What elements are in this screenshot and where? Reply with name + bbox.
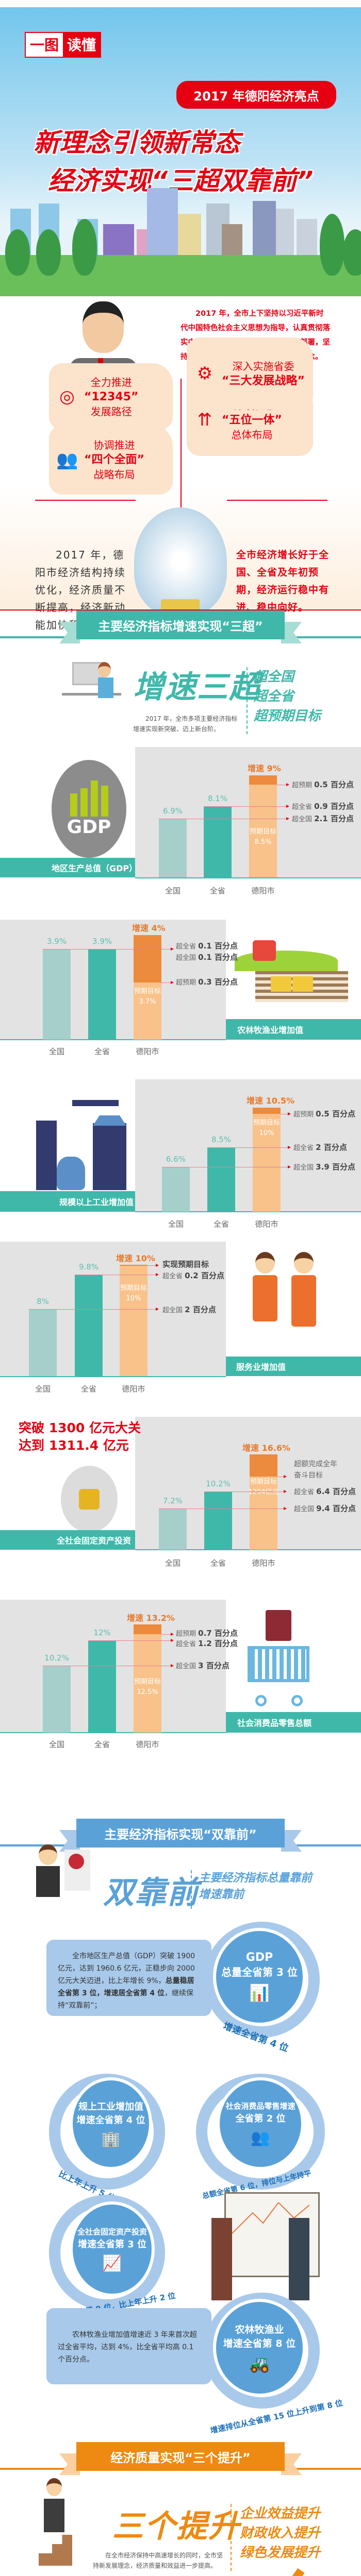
bar-deyang-target: [249, 775, 277, 877]
chart-title: 全社会固定资产投资: [0, 1530, 135, 1550]
points: 超全国超全省超预期目标: [254, 669, 321, 724]
gear-person-icon: ⚙: [196, 363, 213, 384]
bubble-12345: ◎ 全力推进“12345”发展路径: [49, 363, 173, 430]
chart-title: 农林牧渔业增加值: [226, 1019, 361, 1040]
big-title: 三个提升: [112, 2509, 240, 2545]
circle-retail: 社会消费品零售增速 全省第 2 位 👥: [217, 2077, 304, 2170]
bar-deyang-target: [253, 1108, 281, 1212]
bar-national: [159, 819, 187, 877]
chart-retail: 社会消费品零售总额 10.2% 12% 增速 13.2% 预期目标 12.5% …: [0, 1600, 361, 1803]
big-title: 增速三超: [133, 669, 261, 705]
bar-deyang-excess: [120, 1265, 147, 1266]
logo-left: 一图: [26, 33, 63, 57]
ribbon-title: 主要经济指标实现“双靠前”: [76, 1819, 285, 1848]
timeline-spine: [180, 379, 182, 518]
building-icon: 🏢: [101, 2130, 121, 2148]
factory-illustration: [10, 1100, 129, 1190]
rank-section: 全市地区生产总值（GDP）突破 1900 亿元，达到 1960.6 亿元，正稳步…: [0, 1917, 361, 2435]
climbing-stairs-illustration: [39, 2478, 80, 2566]
city-skyline-illustration: [0, 188, 361, 296]
analyst-at-desk-illustration: [62, 662, 121, 732]
ribbon-title: 经济质量实现“三个提升”: [76, 2442, 285, 2471]
bar-province: [204, 806, 232, 877]
divider-left: [35, 500, 136, 501]
bar-deyang-target: [134, 1624, 161, 1733]
gdp-icon: GDP: [52, 760, 126, 858]
two-people-icon: 👥: [251, 2129, 270, 2147]
bar-province: [88, 949, 116, 1040]
coins-plant-illustration: [61, 1466, 118, 1533]
presentation-icon: 📊: [249, 1983, 270, 2003]
main-title: 新理念引领新常态 经济实现“三超双靠前”: [34, 124, 313, 200]
chart-agriculture: 农林牧渔业增加值 3.9% 3.9% 增速 4% 预期目标 3.7% 超全省 0…: [0, 914, 361, 1069]
points: 主要经济指标总量靠前增速靠前: [199, 1872, 313, 1901]
bar-deyang-excess: [134, 935, 161, 982]
year-pill: 2017 年德阳经济亮点: [176, 81, 336, 109]
ribbon-shuangkaoqian: 主要经济指标实现“双靠前”: [0, 1803, 361, 1860]
chart-pie-icon: 📈: [102, 2254, 122, 2273]
top-strip: [0, 0, 361, 7]
gdp-rank-box: 全市地区生产总值（GDP）突破 1900 亿元，达到 1960.6 亿元，正稳步…: [46, 1940, 211, 2016]
ribbon-title: 主要经济指标增速实现“三超”: [76, 611, 285, 639]
bar-deyang-excess: [134, 1624, 161, 1634]
shopping-cart-illustration: [242, 1610, 320, 1713]
team-icon: 👥: [56, 449, 78, 470]
bar-national: [162, 1167, 190, 1212]
circle-gdp: GDP 总量全省第 3 位 📊: [213, 1928, 306, 2026]
chart-title: 规模以上工业增加值: [0, 1191, 135, 1212]
ribbon-tisheng: 经济质量实现“三个提升”: [0, 2427, 361, 2483]
section-divider: [0, 609, 361, 611]
logo-right: 读懂: [67, 37, 96, 54]
big-title: 双靠前: [103, 1875, 199, 1911]
chart-title: 社会消费品零售总额: [226, 1712, 361, 1733]
target-icon: ◎: [59, 386, 75, 407]
tisheng-heading: 三个提升 在全市经济保持中高速增长的同时，全市坚持新发展理念，经济质量和效益进一…: [0, 2478, 361, 2576]
chart-title: 服务业增加值: [226, 1357, 361, 1376]
chart-title: 地区生产总值（GDP）: [0, 858, 137, 877]
shuangkaoqian-heading: 双靠前 主要经济指标总量靠前增速靠前: [0, 1844, 361, 1917]
waiters-illustration: [248, 1252, 325, 1355]
presenter-illustration: [36, 1844, 93, 1911]
tractor-icon: 🚜: [249, 2354, 270, 2374]
tractor-hay-illustration: [235, 935, 348, 1002]
subtitle: 2017 年，全市多项主要经济指标增速实现新突破、迈上新台阶。: [133, 715, 238, 733]
bar-national: [43, 1666, 71, 1733]
lightbulb-illustration: [134, 507, 227, 616]
title-line-2: 经济实现“三超双靠前”: [48, 166, 314, 196]
bar-national: [159, 1509, 187, 1550]
chart-industry: 规模以上工业增加值 6.6% 8.5% 增速 10.5% 预期目标 10% 超预…: [0, 1069, 361, 1239]
bar-province: [204, 1492, 232, 1550]
bar-province: [207, 1147, 235, 1212]
circle-agriculture: 农林牧渔业 增速全省第 8 位 🚜: [213, 2299, 306, 2397]
chart-fixed-investment: 突破 1300 亿元大关达到 1311.4 亿元 全社会固定资产投资 7.2% …: [0, 1414, 361, 1600]
bar-province: [75, 1275, 103, 1376]
bubble-sigequanmian: 👥 协调推进“四个全面”战略布局: [49, 425, 173, 495]
chart-services: 服务业增加值 8% 9.8% 增速 10% 预期目标 10% 实现预期目标 超全…: [0, 1239, 361, 1414]
bar-deyang-target: [120, 1265, 147, 1376]
bar-province: [88, 1640, 116, 1733]
two-presenters-illustration: [201, 2192, 325, 2303]
bar-deyang-excess: [249, 775, 277, 785]
bar-national: [43, 949, 71, 1040]
bar-deyang-excess: [253, 1108, 281, 1114]
chart-gdp: GDP 地区生产总值（GDP） 6.9% 8.1% 增速 9% 预期目标 8.5…: [0, 739, 361, 914]
investment-headline: 突破 1300 亿元大关达到 1311.4 亿元: [19, 1420, 141, 1453]
growth-people-icon: ⇈: [197, 410, 212, 430]
bar-deyang-excess: [250, 1454, 277, 1477]
subtitle: 在全市经济保持中高速增长的同时，全市坚持新发展理念，经济质量和效益进一步提高。: [93, 2552, 223, 2569]
hero-banner: 一图 读懂 2017 年德阳经济亮点 新理念引领新常态 经济实现“三超双靠前”: [0, 0, 361, 296]
divider-right: [227, 500, 327, 501]
circle-industry: 规上工业增加值 增速全省第 4 位 🏢: [70, 2077, 152, 2170]
bar-national: [29, 1309, 57, 1376]
sanchao-heading: 增速三超 2017 年，全市多项主要经济指标增速实现新突破、迈上新台阶。 超全国…: [0, 652, 361, 739]
ribbon-sanchao: 主要经济指标增速实现“三超”: [0, 595, 361, 652]
points: 企业效益提升财政收入提升绿色发展提升: [240, 2506, 321, 2561]
title-line-1: 新理念引领新常态: [34, 128, 240, 158]
logo: 一图 读懂: [25, 32, 102, 58]
circle-investment: 全社会固定资产投资 增速全省第 3 位 📈: [70, 2201, 155, 2297]
bubble-sanda-fazhan: ⚙ 深入实施省委“三大发展战略”: [187, 337, 313, 410]
ag-rank-box: 农林牧渔业增加值增速近 3 年来首次超过全省平均，达到 4%，比全省平均高 0.…: [46, 2308, 211, 2384]
